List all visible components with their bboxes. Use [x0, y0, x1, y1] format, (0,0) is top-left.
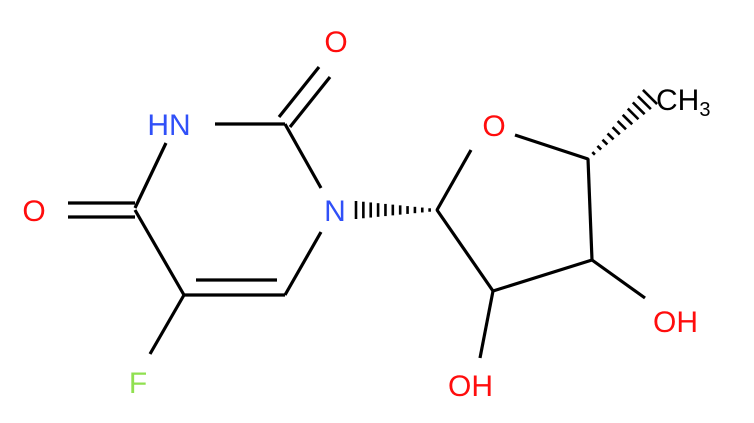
- bond-c4-c5: [133, 209, 186, 296]
- atom-ch3-main: CH: [656, 84, 699, 117]
- hash-stroke: [616, 120, 627, 131]
- atom-hn: HN: [147, 109, 190, 142]
- hash-stroke: [636, 95, 652, 111]
- hash-stroke: [586, 157, 590, 161]
- atom-labels: O HN O N F O CH3 OH OH: [22, 20, 710, 403]
- atom-o-left: O: [22, 195, 45, 228]
- atom-o-top: O: [324, 26, 347, 59]
- atom-o-ring: O: [482, 110, 505, 143]
- hash-stroke: [631, 101, 646, 116]
- atom-ch3: CH3: [656, 84, 710, 121]
- bond-oring-c4p: [514, 133, 589, 161]
- hash-stroke: [642, 89, 658, 105]
- hash-stroke: [601, 138, 609, 146]
- bond-c2-o-b: [288, 76, 332, 128]
- atom-f: F: [129, 367, 147, 400]
- hash-stroke: [591, 151, 596, 156]
- bond-c5-f: [148, 294, 186, 355]
- atom-oh-bottom: OH: [448, 370, 493, 403]
- bond-c6-n1: [283, 231, 323, 296]
- label-bg: [314, 20, 358, 62]
- bond-c1p-oring: [435, 149, 473, 211]
- bond-n3-c4: [133, 142, 168, 209]
- bonds: [68, 66, 646, 359]
- bond-c2-o-a: [277, 66, 321, 118]
- hash-stroke: [596, 144, 603, 151]
- bond-c3p-oh: [591, 258, 646, 300]
- hashed-bond-c4p-ch3: [586, 89, 658, 161]
- bond-c4p-c3p: [586, 158, 594, 261]
- hashed-bonds: [354, 89, 658, 219]
- atom-n1: N: [324, 195, 346, 228]
- atom-oh-right: OH: [653, 306, 698, 339]
- bond-c2p-oh: [478, 290, 495, 359]
- hash-stroke: [606, 132, 615, 141]
- atom-ch3-subscript: 3: [699, 99, 710, 121]
- bond-c3p-c2p: [492, 258, 593, 293]
- bond-c2p-c1p: [435, 209, 495, 292]
- hash-stroke: [621, 113, 634, 126]
- hash-stroke: [611, 126, 621, 136]
- hashed-bond-n1-c1p: [354, 201, 439, 219]
- bond-c2-n1: [283, 123, 323, 189]
- hash-stroke: [626, 107, 640, 121]
